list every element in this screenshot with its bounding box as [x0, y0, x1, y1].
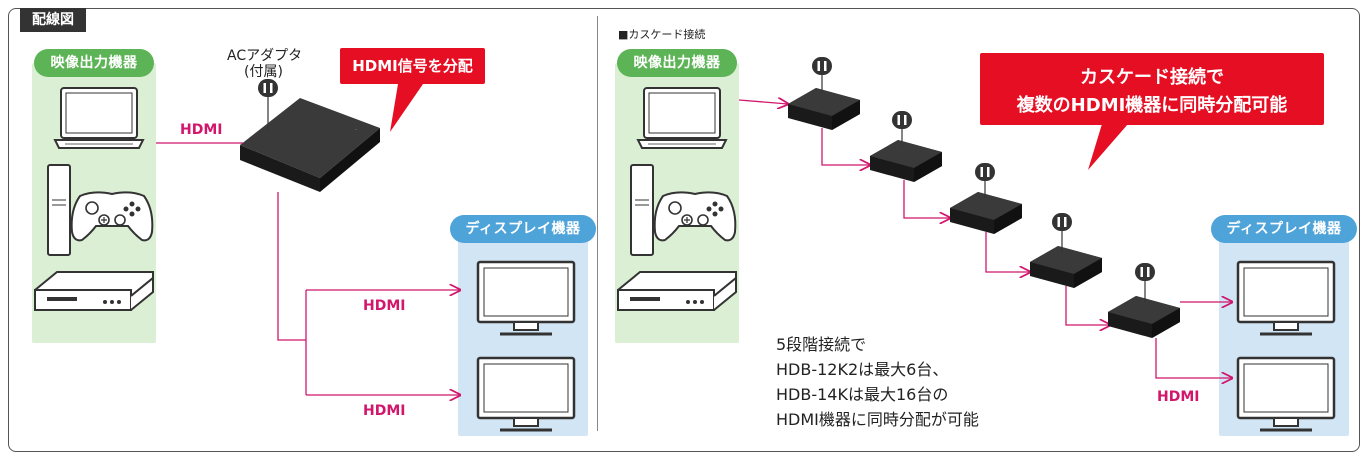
left-callout: HDMI信号を分配 [340, 48, 485, 84]
section-divider [597, 16, 598, 431]
game-console-icon [47, 164, 71, 256]
recorder-icon [34, 271, 154, 311]
left-hdmi-label-display-2: HDMI [363, 403, 406, 419]
cascade-note-line-2: HDB-12K2は最大6台、 [776, 360, 949, 379]
right-callout-tail [1088, 124, 1128, 170]
diagram-frame [8, 8, 1360, 452]
adapter-label-2: (付属) [244, 64, 283, 80]
right-hdmi-label: HDMI [1157, 389, 1200, 405]
cascade-note-line-1: 5段階接続で [776, 335, 867, 354]
right-display-label: ディスプレイ機器 [1211, 215, 1357, 243]
gamepad-icon [653, 191, 737, 242]
ac-plug-icon [812, 57, 832, 75]
splitter-icon [1030, 246, 1102, 288]
laptop-icon [637, 87, 727, 149]
splitter-icon [950, 192, 1022, 234]
ac-plug-icon [892, 111, 912, 129]
left-hdmi-label-source: HDMI [180, 122, 223, 138]
ac-plug-icon [258, 79, 278, 97]
laptop-icon [54, 87, 144, 149]
ac-plug-icon [1052, 213, 1072, 231]
splitter-icon [788, 88, 860, 130]
left-source-label: 映像出力機器 [34, 49, 154, 77]
ac-plug-icon [1135, 263, 1155, 281]
monitor-icon [476, 356, 576, 432]
cascade-section-title: ■カスケード接続 [618, 28, 706, 41]
right-callout-line2: 複数のHDMI機器に同時分配可能 [1016, 95, 1288, 116]
right-source-label: 映像出力機器 [617, 49, 737, 77]
cascade-note-line-4: HDMI機器に同時分配が可能 [776, 410, 979, 429]
left-hdmi-label-display-1: HDMI [363, 298, 406, 314]
cascade-hdmi-lines [738, 100, 1232, 378]
right-callout: カスケード接続で 複数のHDMI機器に同時分配可能 [980, 53, 1324, 125]
right-callout-line1: カスケード接続で [1080, 67, 1224, 88]
gamepad-icon [70, 191, 154, 242]
ac-plug-icon [975, 163, 995, 181]
recorder-icon [617, 271, 737, 311]
monitor-icon [1236, 356, 1336, 432]
monitor-icon [1236, 260, 1336, 336]
game-console-icon [630, 164, 654, 256]
left-display-label: ディスプレイ機器 [450, 215, 596, 243]
splitter-icon [1108, 296, 1180, 338]
adapter-label-1: ACアダプタ [227, 48, 303, 64]
splitter-icon [870, 140, 942, 182]
cascade-note-line-3: HDB-14Kは最大16台の [776, 385, 949, 404]
diagram-title: 配線図 [20, 8, 86, 32]
svg-text:.: . [355, 125, 357, 132]
monitor-icon [476, 260, 576, 336]
left-hdmi-lines [156, 142, 460, 395]
left-callout-tail [390, 84, 423, 132]
splitter-icon: . [240, 98, 380, 192]
cascade-note: 5段階接続で HDB-12K2は最大6台、 HDB-14Kは最大16台の HDM… [776, 332, 979, 432]
